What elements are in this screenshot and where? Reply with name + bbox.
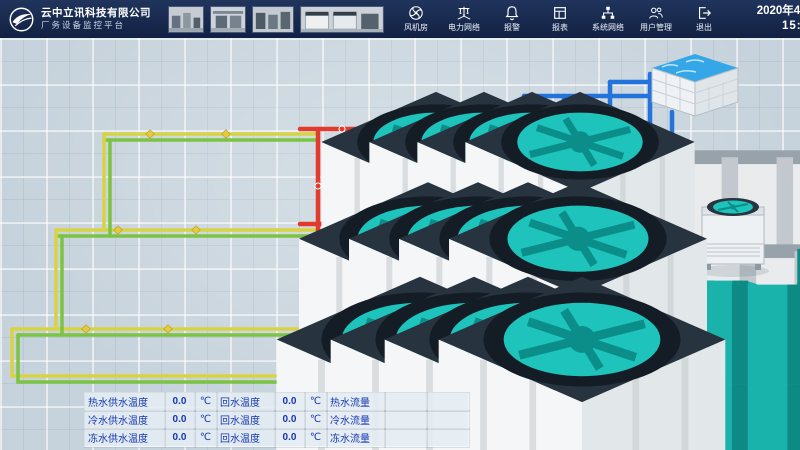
nav-bar: 风机房 电力网络 报警 报表 系统网络 用户管理 退出 (394, 5, 726, 33)
current-time: 15:01:53 (736, 19, 800, 34)
reading-flow-value (385, 411, 427, 429)
reading-supply-unit: ℃ (195, 393, 217, 411)
report-icon (552, 5, 568, 21)
reading-supply-unit: ℃ (195, 429, 217, 447)
company-name: 云中立讯科技有限公司 (41, 7, 151, 20)
equipment-thumbnails (168, 6, 384, 33)
water-tank[interactable] (652, 54, 738, 116)
reading-flow-value (385, 393, 427, 411)
top-bar: 云中立讯科技有限公司 厂务设备监控平台 风机房 电力网络 报警 报表 系统网络 用户管理 退… (0, 0, 800, 38)
equipment-thumb-4[interactable] (300, 6, 384, 33)
nav-item-label: 报警 (504, 22, 520, 33)
reading-return-value: 0.0 (275, 429, 305, 447)
nav-item-fanroom[interactable]: 风机房 (394, 5, 438, 33)
nav-item-exit[interactable]: 退出 (682, 5, 726, 33)
brand: 云中立讯科技有限公司 厂务设备监控平台 (8, 6, 158, 33)
plant-schematic (0, 38, 800, 450)
fan-icon (408, 5, 424, 21)
nav-item-label: 风机房 (404, 22, 428, 33)
reading-return-value: 0.0 (275, 393, 305, 411)
equipment-thumb-3[interactable] (252, 6, 294, 33)
user-management-icon (648, 5, 664, 21)
reading-flow-spare (427, 393, 469, 411)
readings-table: 热水供水温度0.0℃回水温度0.0℃热水流量冷水供水温度0.0℃回水温度0.0℃… (84, 392, 469, 447)
power-network-icon (456, 5, 472, 21)
reading-supply-label: 热水供水温度 (85, 393, 165, 411)
reading-return-unit: ℃ (305, 429, 327, 447)
exit-icon (696, 5, 712, 21)
reading-flow-label: 热水流量 (327, 393, 385, 411)
datetime-display: 2020年4月22日 15:01:53 (736, 4, 800, 34)
reading-return-unit: ℃ (305, 393, 327, 411)
reading-supply-label: 冷水供水温度 (85, 411, 165, 429)
nav-item-label: 退出 (696, 22, 712, 33)
reading-return-label: 回水温度 (217, 429, 275, 447)
nav-item-label: 报表 (552, 22, 568, 33)
alarm-bell-icon (504, 5, 520, 21)
plant-canvas: 热水供水温度0.0℃回水温度0.0℃热水流量冷水供水温度0.0℃回水温度0.0℃… (0, 38, 800, 450)
reading-flow-label: 冻水流量 (327, 429, 385, 447)
reading-flow-spare (427, 429, 469, 447)
system-network-icon (600, 5, 616, 21)
condenser-water-pipes (12, 134, 318, 382)
company-logo-icon (8, 6, 35, 33)
platform-title: 厂务设备监控平台 (41, 20, 151, 31)
nav-item-label: 电力网络 (448, 22, 480, 33)
reading-return-label: 回水温度 (217, 411, 275, 429)
cooling-tower[interactable] (697, 198, 769, 277)
nav-item-label: 系统网络 (592, 22, 624, 33)
equipment-thumb-2[interactable] (210, 6, 246, 33)
reading-supply-unit: ℃ (195, 411, 217, 429)
reading-flow-label: 冷水流量 (327, 411, 385, 429)
nav-item-label: 用户管理 (640, 22, 672, 33)
reading-flow-spare (427, 411, 469, 429)
reading-supply-value: 0.0 (165, 393, 195, 411)
reading-supply-value: 0.0 (165, 429, 195, 447)
reading-return-label: 回水温度 (217, 393, 275, 411)
readings-row: 冻水供水温度0.0℃回水温度0.0℃冻水流量 (85, 429, 469, 447)
reading-flow-value (385, 429, 427, 447)
reading-supply-value: 0.0 (165, 411, 195, 429)
nav-item-users[interactable]: 用户管理 (634, 5, 678, 33)
reading-return-value: 0.0 (275, 411, 305, 429)
nav-item-report[interactable]: 报表 (538, 5, 582, 33)
readings-row: 热水供水温度0.0℃回水温度0.0℃热水流量 (85, 393, 469, 411)
equipment-thumb-1[interactable] (168, 6, 204, 33)
nav-item-network[interactable]: 系统网络 (586, 5, 630, 33)
reading-return-unit: ℃ (305, 411, 327, 429)
nav-item-power[interactable]: 电力网络 (442, 5, 486, 33)
nav-item-alarm[interactable]: 报警 (490, 5, 534, 33)
reading-supply-label: 冻水供水温度 (85, 429, 165, 447)
readings-row: 冷水供水温度0.0℃回水温度0.0℃冷水流量 (85, 411, 469, 429)
current-date: 2020年4月22日 (736, 4, 800, 19)
